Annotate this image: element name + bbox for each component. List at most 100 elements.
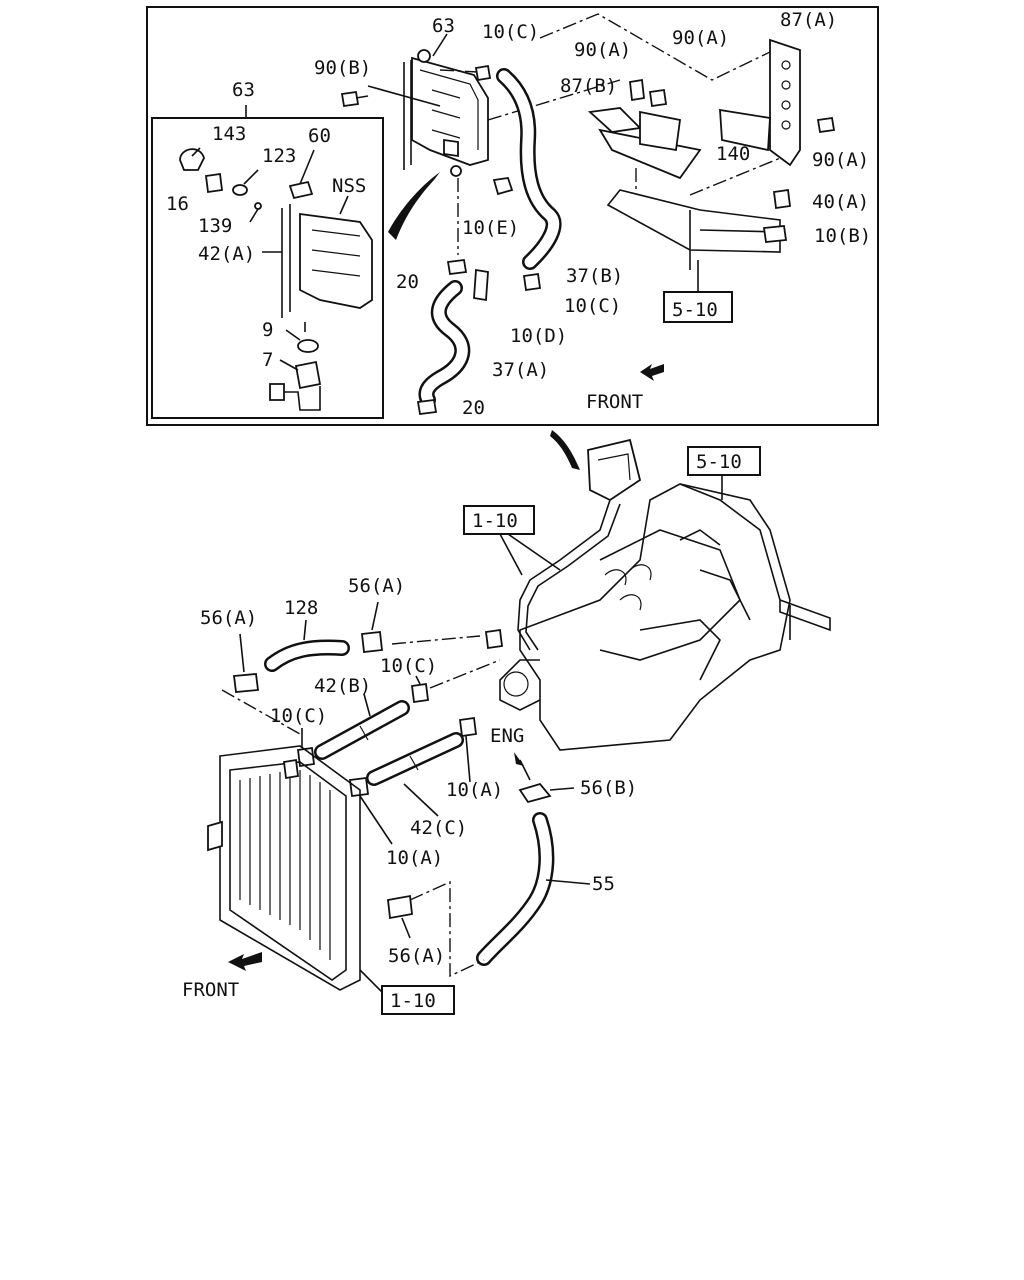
upper-inset: 63 10(C) 90(B) 90(A) 90(A) 87(A) 87(B) 9… (146, 6, 879, 426)
clamp-20-low (416, 398, 438, 416)
label-front-upper: FRONT (586, 391, 643, 413)
leader-63-top (432, 33, 448, 57)
clamp-10c-a (410, 682, 430, 704)
front-arrow-upper (640, 364, 664, 381)
hose-42c (366, 732, 464, 786)
label-90a-mid: 90(A) (672, 27, 729, 49)
label-56a-right: 56(A) (348, 575, 405, 597)
bolt-90a-left (629, 78, 645, 102)
label-10e: 10(E) (462, 217, 519, 239)
clamp-20-mid (446, 258, 468, 276)
hose-37b (496, 68, 562, 270)
connector-7 (269, 383, 285, 401)
clip-139 (254, 202, 262, 210)
pointer-arrow-lower (550, 430, 580, 470)
hose-42b (314, 700, 410, 760)
cap-143 (179, 148, 205, 171)
bolt-90b (340, 90, 369, 108)
clamp-10c-mid (522, 272, 542, 292)
clamp-10d (473, 268, 489, 302)
pipe-1-10-a (517, 499, 611, 651)
bolt-90a-mid (648, 88, 668, 108)
washer-123 (232, 184, 248, 196)
bracket-87b (587, 107, 702, 180)
radiator (207, 745, 361, 991)
upper-inset-frame (146, 6, 879, 426)
label-139: 139 (198, 215, 232, 237)
label-10c-top: 10(C) (482, 21, 539, 43)
label-63-sub: 63 (232, 79, 255, 101)
label-37b: 37(B) (566, 265, 623, 287)
clamp-56b (518, 782, 552, 804)
hose-128 (264, 639, 350, 672)
outlet-port (484, 628, 504, 650)
label-63-top: 63 (432, 15, 455, 37)
label-90a-left: 90(A) (574, 39, 631, 61)
frame-rail-upper (606, 189, 781, 270)
front-arrow-lower (228, 952, 262, 971)
reservoir-42a (299, 212, 373, 309)
sub-inset-parts (179, 148, 373, 411)
label-20-mid: 20 (396, 271, 419, 293)
label-7: 7 (262, 349, 273, 371)
leader-90b (367, 85, 441, 107)
pointer-arrow-upper (388, 172, 440, 240)
ref-box-1-10-top (463, 505, 535, 535)
label-56a-bottom: 56(A) (388, 945, 445, 967)
label-128: 128 (284, 597, 318, 619)
label-9: 9 (262, 319, 273, 341)
ref-1-10-bottom-text: 1-10 (390, 990, 436, 1012)
engine-block (499, 483, 791, 751)
label-87b: 87(B) (560, 75, 617, 97)
ref-box-1-10-bottom (381, 985, 455, 1015)
label-nss: NSS (332, 175, 366, 197)
ref-1-10-top-text: 1-10 (472, 510, 518, 532)
leader-10c-top (439, 69, 479, 73)
label-10b: 10(B) (814, 225, 871, 247)
clamp-10a-b (348, 776, 370, 798)
clamp-10e (492, 177, 514, 196)
label-42c: 42(C) (410, 817, 467, 839)
label-10c-b: 10(C) (270, 705, 327, 727)
hose-37a (418, 280, 471, 408)
label-90b: 90(B) (314, 57, 371, 79)
eng-arrow (514, 752, 524, 766)
label-55: 55 (592, 873, 615, 895)
reservoir-tank-upper (403, 49, 489, 177)
label-56b: 56(B) (580, 777, 637, 799)
label-90a-right: 90(A) (812, 149, 869, 171)
label-60: 60 (308, 125, 331, 147)
hose-55 (476, 812, 555, 966)
fitting-16 (204, 172, 224, 194)
sub-inset-frame (151, 117, 384, 419)
label-eng: ENG (490, 725, 524, 747)
ref-box-5-10-lower (687, 446, 761, 476)
tube-42a (281, 204, 291, 318)
label-123: 123 (262, 145, 296, 167)
dash-87a-link (539, 13, 771, 81)
cap-60 (288, 180, 314, 200)
gasket-9 (297, 339, 319, 353)
label-87a: 87(A) (780, 9, 837, 31)
label-20-low: 20 (462, 397, 485, 419)
label-56a-left: 56(A) (200, 607, 257, 629)
label-143: 143 (212, 123, 246, 145)
label-10a-b: 10(A) (386, 847, 443, 869)
label-10c-a: 10(C) (380, 655, 437, 677)
label-10c-mid: 10(C) (564, 295, 621, 317)
ref-5-10-upper-text: 5-10 (672, 299, 718, 321)
clamp-10c-top (474, 64, 492, 82)
label-40a: 40(A) (812, 191, 869, 213)
clamp-10a-a (458, 716, 478, 738)
dash-bracket-to-frame (689, 149, 801, 196)
bracket-87a (719, 38, 801, 167)
clamp-56a-right (361, 631, 383, 653)
bolt-90a-right (816, 116, 836, 134)
label-front-lower: FRONT (182, 979, 239, 1001)
pipe-1-10-b (525, 503, 621, 651)
label-37a: 37(A) (492, 359, 549, 381)
label-42b: 42(B) (314, 675, 371, 697)
label-16: 16 (166, 193, 189, 215)
sensor-7 (294, 360, 322, 390)
